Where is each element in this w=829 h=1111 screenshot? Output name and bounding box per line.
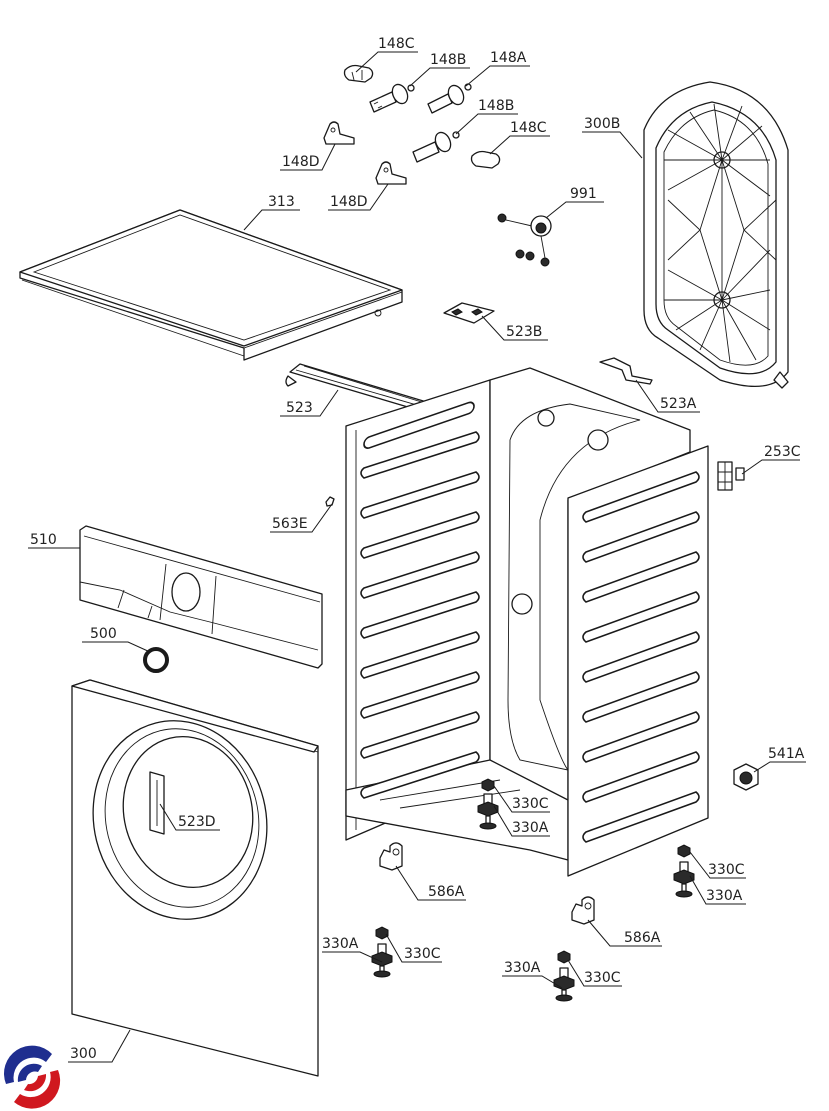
part-148C-clip-mid [470,150,501,169]
label-330A: 330A [706,888,743,904]
label-991: 991 [570,186,597,202]
label-148B: 148B [478,98,514,114]
left-panel-rib [360,591,480,639]
label-148D: 148D [330,194,368,210]
label-330C: 330C [584,970,621,986]
part-541A-nut [733,763,759,791]
label-300B: 300B [584,116,620,132]
part-523D-hinge [149,771,165,835]
left-panel-rib [360,711,480,759]
label-148D: 148D [282,154,320,170]
foot-assembly-center [477,778,499,830]
label-330C: 330C [512,796,549,812]
part-300B-door-frame [643,81,789,389]
brand-logo [3,1045,61,1109]
left-panel-slots [363,401,475,449]
part-253C-connector [717,461,745,491]
label-586A: 586A [624,930,661,946]
label-523B: 523B [506,324,542,340]
label-300: 300 [70,1046,97,1062]
label-330C: 330C [708,862,745,878]
left-panel-rib [360,551,480,599]
label-313: 313 [268,194,295,210]
label-510: 510 [30,532,57,548]
right-panel-rib [582,711,700,763]
logo-blue-arc-inner [17,1063,43,1082]
leader-lines [28,51,806,1063]
right-panel-rib [582,671,700,723]
label-523D: 523D [178,814,216,830]
label-253C: 253C [764,444,801,460]
part-148B-pin-mid [412,131,460,163]
label-330A: 330A [512,820,549,836]
part-148A-pin [427,83,472,114]
right-panel-rib [582,591,700,643]
label-330A: 330A [322,936,359,952]
left-panel-rib [360,751,480,799]
part-148D-bracket-b [375,161,407,185]
label-523A: 523A [660,396,697,412]
part-148D-bracket-a [323,121,355,145]
right-panel-rib [582,471,700,523]
part-586A-bracket-b [571,896,595,925]
label-541A: 541A [768,746,805,762]
right-panel-rib [582,551,700,603]
label-148C: 148C [378,36,415,52]
part-523B-bracket [443,302,495,324]
part-500-knob-ring [143,647,169,673]
label-523: 523 [286,400,313,416]
foot-assembly-right [673,844,695,898]
part-586A-bracket-a [379,842,403,871]
logo-red-arc-inner [24,1074,47,1092]
label-330A: 330A [504,960,541,976]
right-panel-rib [582,631,700,683]
label-148C: 148C [510,120,547,136]
part-labels: 148C 148B 148A 148B 148C 148D 148D 313 9… [30,36,805,1062]
right-panel-rib [582,511,700,563]
label-148A: 148A [490,50,527,66]
part-991-fastener-kit [497,213,552,267]
part-148C-clip-top [343,64,374,83]
left-panel-rib [360,431,480,479]
left-panel-rib [360,471,480,519]
right-panel-rib [582,791,700,843]
part-148B-pin-top [369,83,415,113]
foot-assembly-left-front [371,926,393,978]
label-148B: 148B [430,52,466,68]
left-panel-slot-lines [360,431,480,799]
label-330C: 330C [404,946,441,962]
left-panel-rib [360,671,480,719]
part-510-control-panel [79,525,323,669]
door-frame-spokes [664,103,777,363]
left-panel-rib [360,631,480,679]
part-523A-bracket [599,357,653,385]
right-panel-rib [582,751,700,803]
part-300-front-panel [71,679,319,1077]
right-panel-slot-lines [582,471,700,843]
foot-assembly-right-front [553,950,575,1002]
label-500: 500 [90,626,117,642]
label-563E: 563E [272,516,308,532]
left-panel-rib [360,511,480,559]
part-563E-clip [325,496,335,507]
part-313-top-cover [19,209,403,361]
label-586A: 586A [428,884,465,900]
logo-blue-arc-outer [3,1045,52,1084]
logo-red-arc-outer [14,1070,61,1109]
